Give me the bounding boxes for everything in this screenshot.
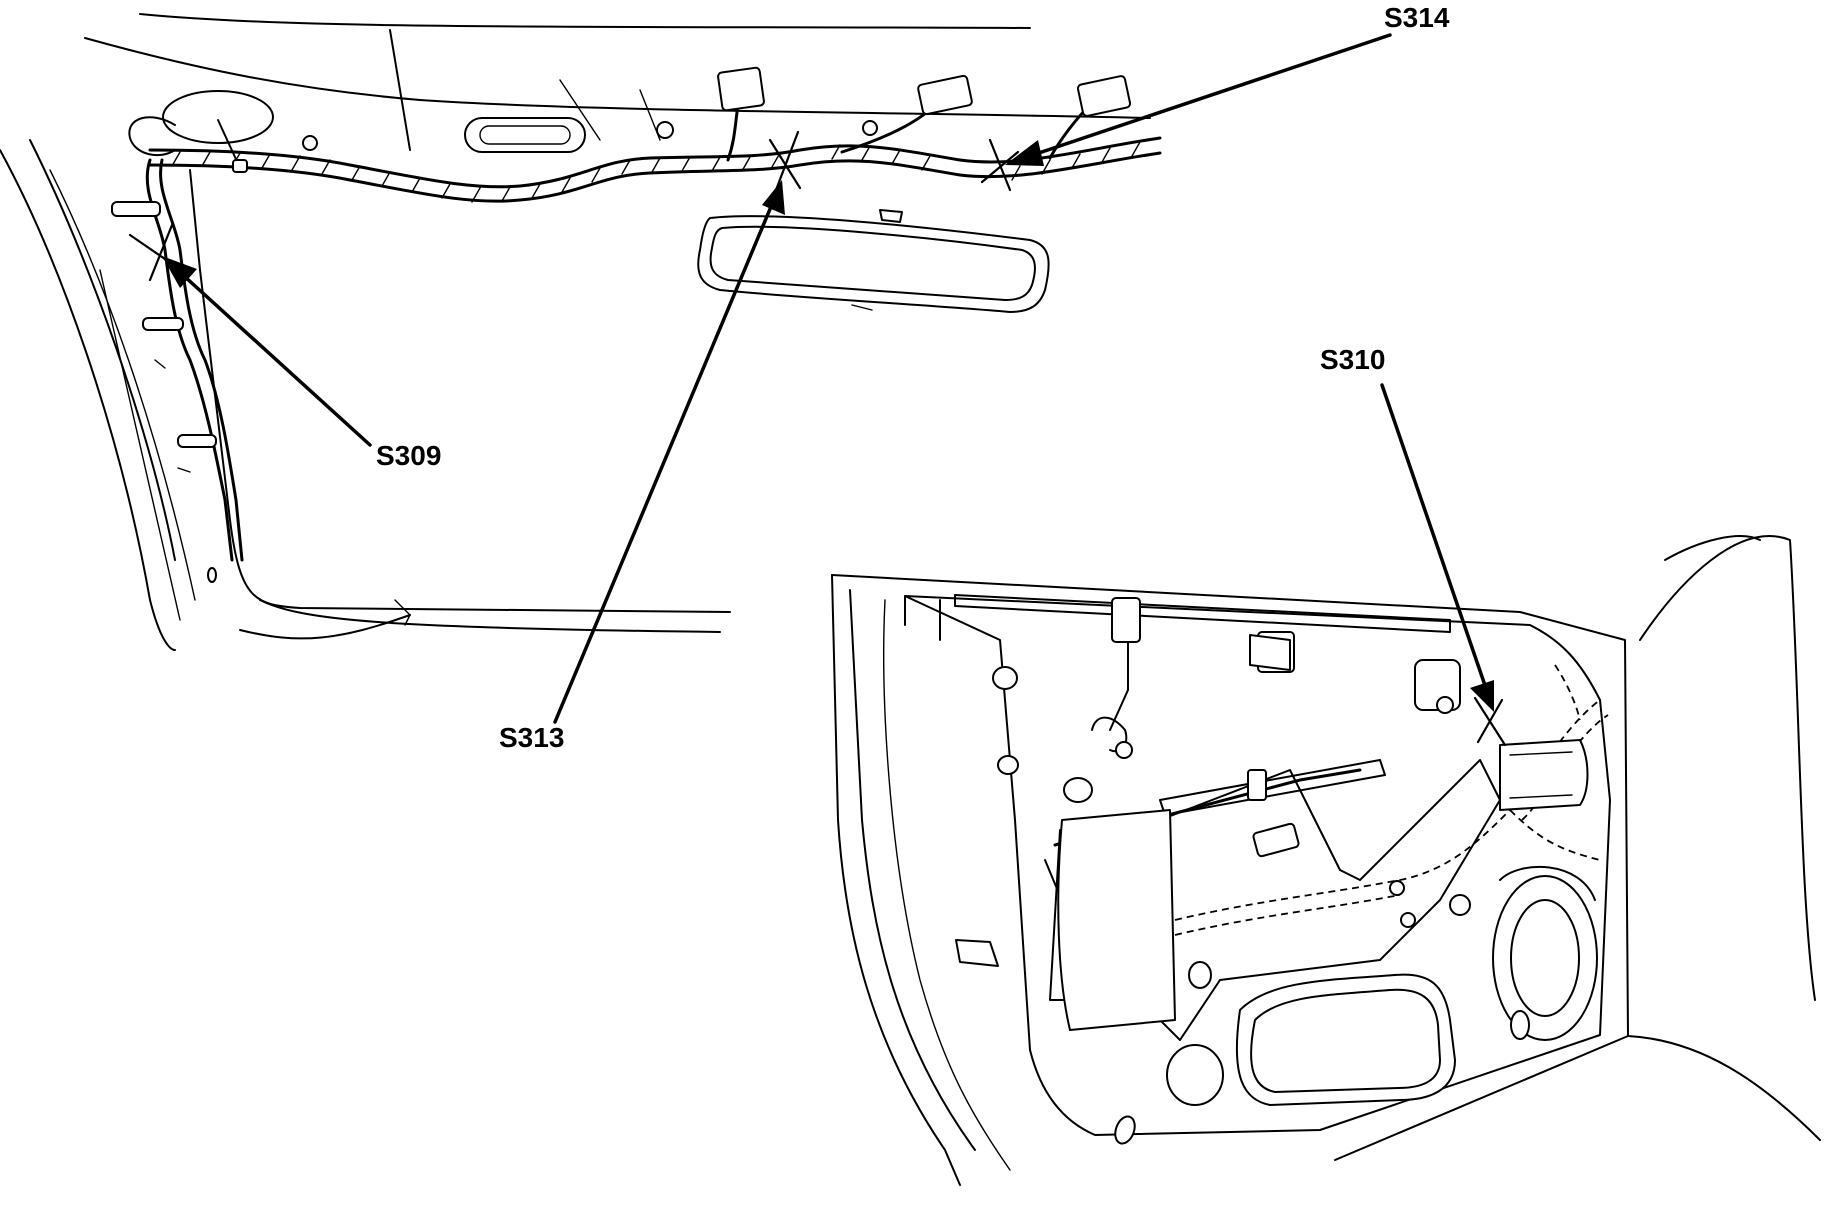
- windshield-headliner-view: [0, 13, 1162, 651]
- connector-1: [717, 66, 765, 112]
- arrowhead: [162, 256, 197, 288]
- a-pillar-outer: [0, 149, 176, 651]
- door-harness-hidden: [1174, 809, 1511, 921]
- splice-label-s314: S314: [1384, 2, 1450, 33]
- speaker-housing: [162, 90, 274, 144]
- door-speaker: [1492, 875, 1598, 1041]
- splice-label-s309: S309: [376, 440, 442, 471]
- connector-2: [917, 74, 973, 116]
- windshield-opening: [189, 169, 731, 613]
- leader-s310: [1380, 383, 1492, 702]
- door-cutout-left: [1057, 809, 1176, 1031]
- arrowhead: [1005, 140, 1044, 166]
- splice-x-s310: [1473, 696, 1507, 747]
- splice-label-s313: S313: [499, 722, 565, 753]
- door-cutout-large: [1235, 973, 1456, 1106]
- leader-lines: [162, 33, 1494, 724]
- leader-s313: [553, 188, 780, 724]
- leader-s309: [170, 263, 372, 447]
- roof-outer-line: [139, 13, 1031, 29]
- rearview-mirror: [697, 209, 1050, 313]
- arrowhead: [762, 180, 785, 215]
- latch-clip: [1111, 597, 1141, 643]
- splice-x-s313: [768, 130, 802, 192]
- leader-s314: [1016, 33, 1392, 162]
- a-pillar-inner: [29, 139, 176, 561]
- connector-3: [1076, 75, 1132, 117]
- a-pillar-harness: [145, 158, 234, 562]
- splice-label-s310: S310: [1320, 344, 1386, 375]
- roof-edge-line: [389, 29, 411, 151]
- splice-x-s309: [128, 223, 180, 282]
- roof-harness: [148, 136, 1162, 189]
- front-door-view: [831, 535, 1821, 1186]
- splice-x-s314: [980, 138, 1020, 192]
- arrowhead: [1470, 680, 1494, 712]
- roof-inner-line: [84, 37, 1151, 119]
- grab-handle: [464, 117, 586, 153]
- door-outer-frame: [831, 574, 1629, 1161]
